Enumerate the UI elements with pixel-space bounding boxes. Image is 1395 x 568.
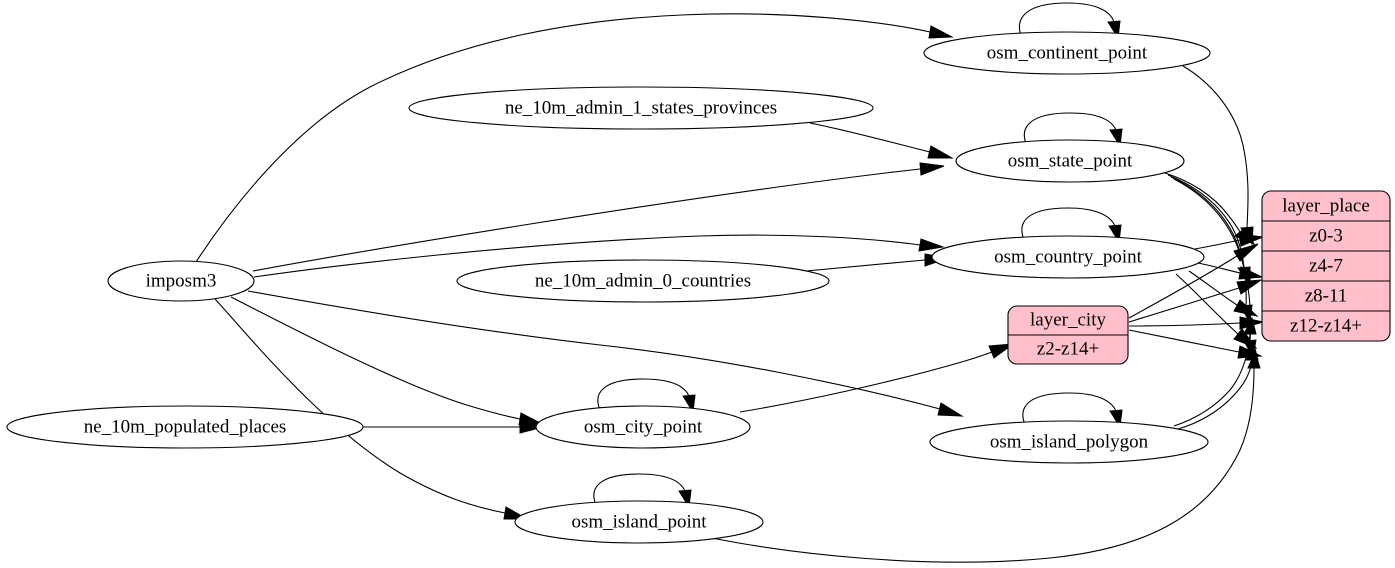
record-node-layer_place[interactable]: layer_place z0-3 z4-7 z8-11 z12-z14+: [1261, 190, 1391, 342]
edge-layer_city-to-layer_place_z8_11: [1128, 316, 1265, 330]
node-label-ne_10m_admin_1_states_provinces: ne_10m_admin_1_states_provinces: [505, 97, 777, 118]
edge-imposm3-to-osm_island_polygon: [247, 290, 964, 417]
node-shape-ne_10m_admin_0_countries[interactable]: [456, 259, 830, 303]
node-label-ne_10m_populated_places: ne_10m_populated_places: [84, 416, 287, 437]
node-shape-ne_10m_admin_1_states_provinces[interactable]: [408, 86, 874, 130]
node-shape-ne_10m_populated_places[interactable]: [6, 405, 364, 449]
record-row-layer_place-z8-11[interactable]: z8-11: [1305, 285, 1348, 306]
node-label-osm_continent_point: osm_continent_point: [987, 42, 1148, 63]
node-osm_island_point[interactable]: osm_island_point: [514, 500, 764, 544]
node-label-osm_island_polygon: osm_island_polygon: [990, 431, 1149, 452]
edge-osm_city_point-to-layer_city_z2: [739, 343, 1015, 413]
edge-imposm3-to-osm_city_point: [230, 296, 544, 426]
node-label-osm_state_point: osm_state_point: [1008, 150, 1133, 171]
edge-layer: [195, 2, 1265, 563]
node-osm_country_point[interactable]: osm_country_point: [931, 235, 1205, 279]
edge-self-loop-osm_continent_point: [1018, 2, 1121, 40]
record-row-layer_place-z0-3[interactable]: z0-3: [1309, 225, 1343, 246]
record-node-layer: layer_city z2-z14+ layer_place z0-3 z4-7…: [1007, 190, 1391, 365]
node-label-imposm3: imposm3: [146, 270, 217, 291]
record-box-layer_place[interactable]: [1261, 190, 1391, 342]
node-ne_10m_populated_places[interactable]: ne_10m_populated_places: [6, 405, 364, 449]
edge-osm_country_point-to-layer_place_z8_11: [1188, 270, 1259, 317]
edge-osm_country_point-to-layer_place_z4_7: [1197, 262, 1264, 280]
node-shape-imposm3[interactable]: [107, 260, 255, 302]
edge-ne_10m_admin_1_states_provinces-to-osm_state_point: [809, 122, 954, 159]
node-osm_island_polygon[interactable]: osm_island_polygon: [929, 420, 1209, 464]
node-osm_state_point[interactable]: osm_state_point: [955, 139, 1185, 183]
node-shape-osm_city_point[interactable]: [535, 405, 751, 449]
record-node-layer_city[interactable]: layer_city z2-z14+: [1007, 305, 1129, 365]
record-row-layer_place-title: layer_place: [1282, 195, 1370, 216]
node-osm_city_point[interactable]: osm_city_point: [535, 405, 751, 449]
edge-imposm3-to-osm_country_point: [253, 234, 945, 278]
node-label-osm_country_point: osm_country_point: [994, 246, 1142, 267]
node-shape-osm_continent_point[interactable]: [923, 31, 1211, 75]
edge-ne_10m_populated_places-to-osm_city_point: [363, 420, 545, 434]
edge-osm_island_point-to-layer_place_z12: [706, 350, 1261, 563]
edge-layer_city-to-layer_place_z4_7: [1128, 279, 1263, 323]
edge-osm_country_point-to-layer_place_z12: [1175, 273, 1258, 350]
node-shape-osm_island_polygon[interactable]: [929, 420, 1209, 464]
edge-osm_island_polygon-to-layer_place_z8_11: [1173, 316, 1257, 427]
node-ne_10m_admin_0_countries[interactable]: ne_10m_admin_0_countries: [456, 259, 830, 303]
edge-osm_continent_point-to-layer_place_z0_3: [1182, 65, 1254, 246]
edge-imposm3-to-osm_continent_point: [195, 13, 954, 263]
edge-ne_10m_admin_0_countries-to-osm_country_point: [805, 253, 950, 272]
node-shape-osm_country_point[interactable]: [931, 235, 1205, 279]
node-ne_10m_admin_1_states_provinces[interactable]: ne_10m_admin_1_states_provinces: [408, 86, 874, 130]
record-row-layer_city-z2[interactable]: z2-z14+: [1037, 338, 1099, 359]
record-row-layer_place-z4-7[interactable]: z4-7: [1309, 255, 1343, 276]
record-row-layer_place-z12-z14[interactable]: z12-z14+: [1290, 315, 1362, 336]
node-osm_continent_point[interactable]: osm_continent_point: [923, 31, 1211, 75]
node-layer: imposm3 ne_10m_populated_places ne_10m_a…: [6, 31, 1211, 544]
node-shape-osm_state_point[interactable]: [955, 139, 1185, 183]
edge-layer_city-to-layer_place_z0_3: [1128, 243, 1259, 319]
record-row-layer_city-title: layer_city: [1030, 309, 1106, 330]
node-label-ne_10m_admin_0_countries: ne_10m_admin_0_countries: [535, 270, 751, 291]
edge-osm_state_point-to-layer_place_z0_3: [1164, 172, 1256, 246]
node-label-osm_island_point: osm_island_point: [571, 511, 707, 532]
edge-imposm3-to-osm_state_point: [252, 162, 945, 272]
edge-osm_country_point-to-layer_place_z0_3: [1194, 233, 1265, 250]
node-label-osm_city_point: osm_city_point: [584, 416, 703, 437]
node-shape-osm_island_point[interactable]: [514, 500, 764, 544]
node-imposm3[interactable]: imposm3: [107, 260, 255, 302]
